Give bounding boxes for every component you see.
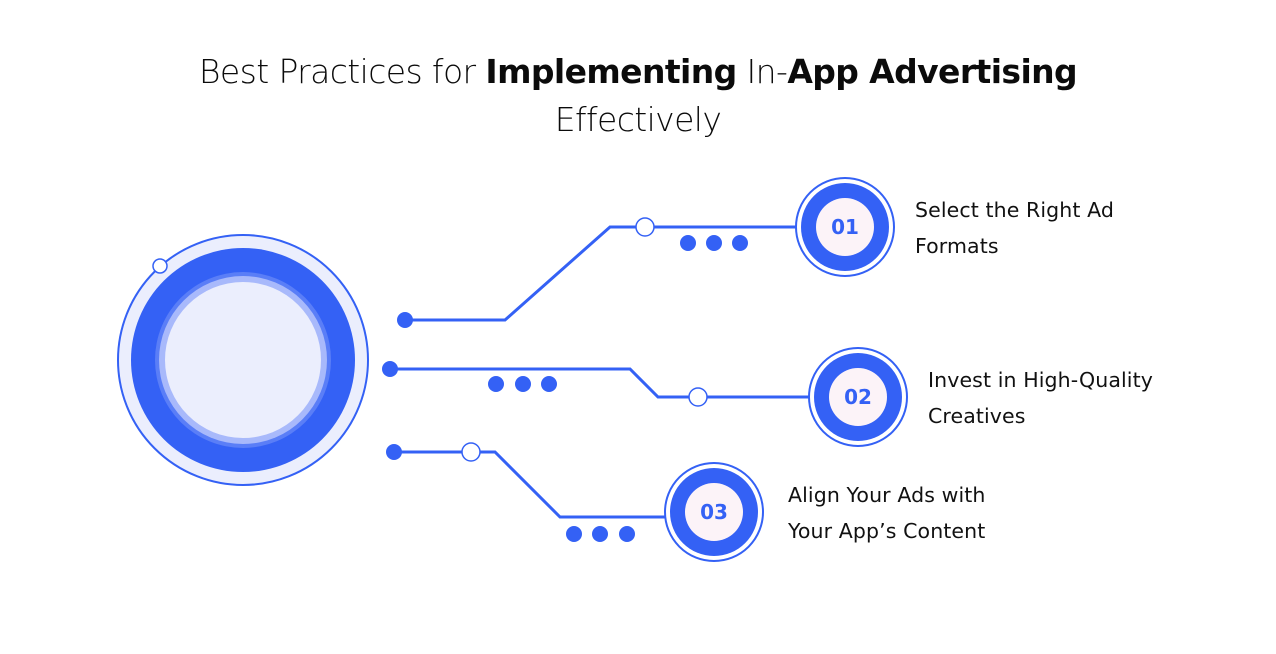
step-badge-1-icon	[795, 177, 895, 277]
step-label-line: Formats	[915, 234, 999, 258]
connector-line-2	[390, 367, 812, 399]
title-line-2: Effectively	[554, 100, 722, 139]
title-line-1: Best Practices for Implementing In-App A…	[0, 48, 1276, 96]
hub-circle-icon	[117, 234, 369, 486]
step-number-3: 03	[700, 500, 728, 524]
title-part: In-	[736, 52, 788, 91]
page-title: Best Practices for Implementing In-App A…	[0, 48, 1276, 144]
title-part-bold: App Advertising	[787, 52, 1078, 91]
step-label-line: Align Your Ads with	[788, 483, 986, 507]
connector-3-node	[461, 442, 481, 462]
step-number-1: 01	[831, 215, 859, 239]
step-label-line: Invest in High-Quality	[928, 368, 1153, 392]
connector-3-start-dot	[386, 444, 402, 460]
connector-line-3	[394, 450, 668, 519]
step-label-line: Creatives	[928, 404, 1026, 428]
step-badge-2-icon	[808, 347, 908, 447]
step-label-line: Your App’s Content	[788, 519, 986, 543]
title-part-bold: Implementing	[485, 52, 737, 91]
step-number-2: 02	[844, 385, 872, 409]
step-label-2: Invest in High-Quality Creatives	[928, 362, 1153, 434]
connector-2-node	[688, 387, 708, 407]
connector-line-1	[405, 225, 800, 322]
ellipsis-dots-1-icon	[680, 235, 748, 251]
step-label-3: Align Your Ads with Your App’s Content	[788, 477, 985, 549]
step-label-1: Select the Right Ad Formats	[915, 192, 1114, 264]
title-part: Best Practices for	[198, 52, 486, 91]
step-badge-3-icon	[664, 462, 764, 562]
connector-1-start-dot	[397, 312, 413, 328]
ellipsis-dots-2-icon	[488, 376, 557, 392]
connector-1-node	[635, 217, 655, 237]
ellipsis-dots-3-icon	[566, 526, 635, 542]
step-label-line: Select the Right Ad	[915, 198, 1114, 222]
connector-2-start-dot	[382, 361, 398, 377]
